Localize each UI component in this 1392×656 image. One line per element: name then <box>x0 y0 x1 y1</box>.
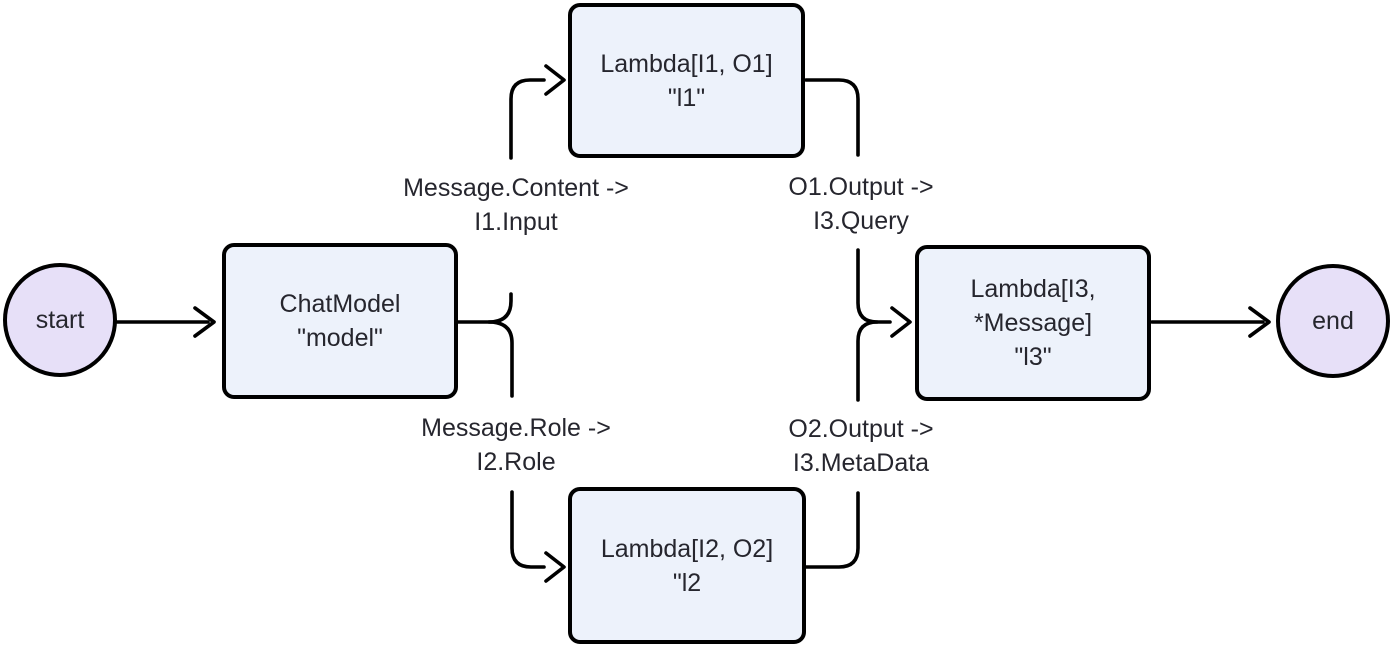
node-lambda-l2-name: "l2 <box>672 568 702 597</box>
node-chatmodel-type: ChatModel <box>279 290 401 318</box>
node-end-label: end <box>1312 307 1354 335</box>
edge-line <box>510 490 546 569</box>
edge-arrowhead-icon <box>1248 306 1271 338</box>
edge-l3-end <box>1150 306 1271 338</box>
node-chatmodel-name: "model" <box>297 324 383 352</box>
node-start-label: start <box>35 306 85 334</box>
node-start: start <box>3 263 117 377</box>
edge-label-l1-l3: O1.Output -> I3.Query <box>782 168 940 240</box>
node-lambda-l3-name: "l3" <box>1014 343 1052 371</box>
edge-start-model <box>115 306 216 338</box>
edge-label-model-l1: Message.Content -> I1.Input <box>397 169 635 241</box>
edge-arrowhead-icon <box>544 551 566 583</box>
node-lambda-l1-type: Lambda[I1, O1] <box>600 49 773 78</box>
edge-arrowhead-icon <box>890 306 912 338</box>
node-end: end <box>1276 264 1390 378</box>
edge-arrowhead-icon <box>544 64 566 96</box>
edge-line <box>804 78 860 157</box>
node-lambda-l2: Lambda[I2, O2] "l2 <box>568 487 806 644</box>
edge-arrowhead-icon <box>193 306 216 338</box>
edge-label-l2-l3: O2.Output -> I3.MetaData <box>782 410 940 482</box>
edge-l2-l3 <box>804 320 879 569</box>
edge-model-l2 <box>487 320 566 583</box>
edge-label-model-l2: Message.Role -> I2.Role <box>415 409 617 481</box>
node-lambda-l3-type-line2: *Message] <box>973 309 1093 337</box>
edge-line <box>487 320 514 398</box>
node-chatmodel: ChatModel "model" <box>222 243 458 399</box>
edge-line <box>856 248 892 324</box>
node-lambda-l1-name: "l1" <box>667 83 706 112</box>
edge-line <box>509 78 546 160</box>
node-lambda-l3-type-line1: Lambda[I3, <box>970 275 1096 303</box>
edge-line <box>456 292 513 324</box>
node-lambda-l2-type: Lambda[I2, O2] <box>600 534 774 563</box>
edge-line <box>856 320 879 402</box>
edge-line <box>804 491 860 569</box>
node-lambda-l1: Lambda[I1, O1] "l1" <box>568 3 805 158</box>
node-lambda-l3: Lambda[I3, *Message] "l3" <box>915 245 1151 401</box>
